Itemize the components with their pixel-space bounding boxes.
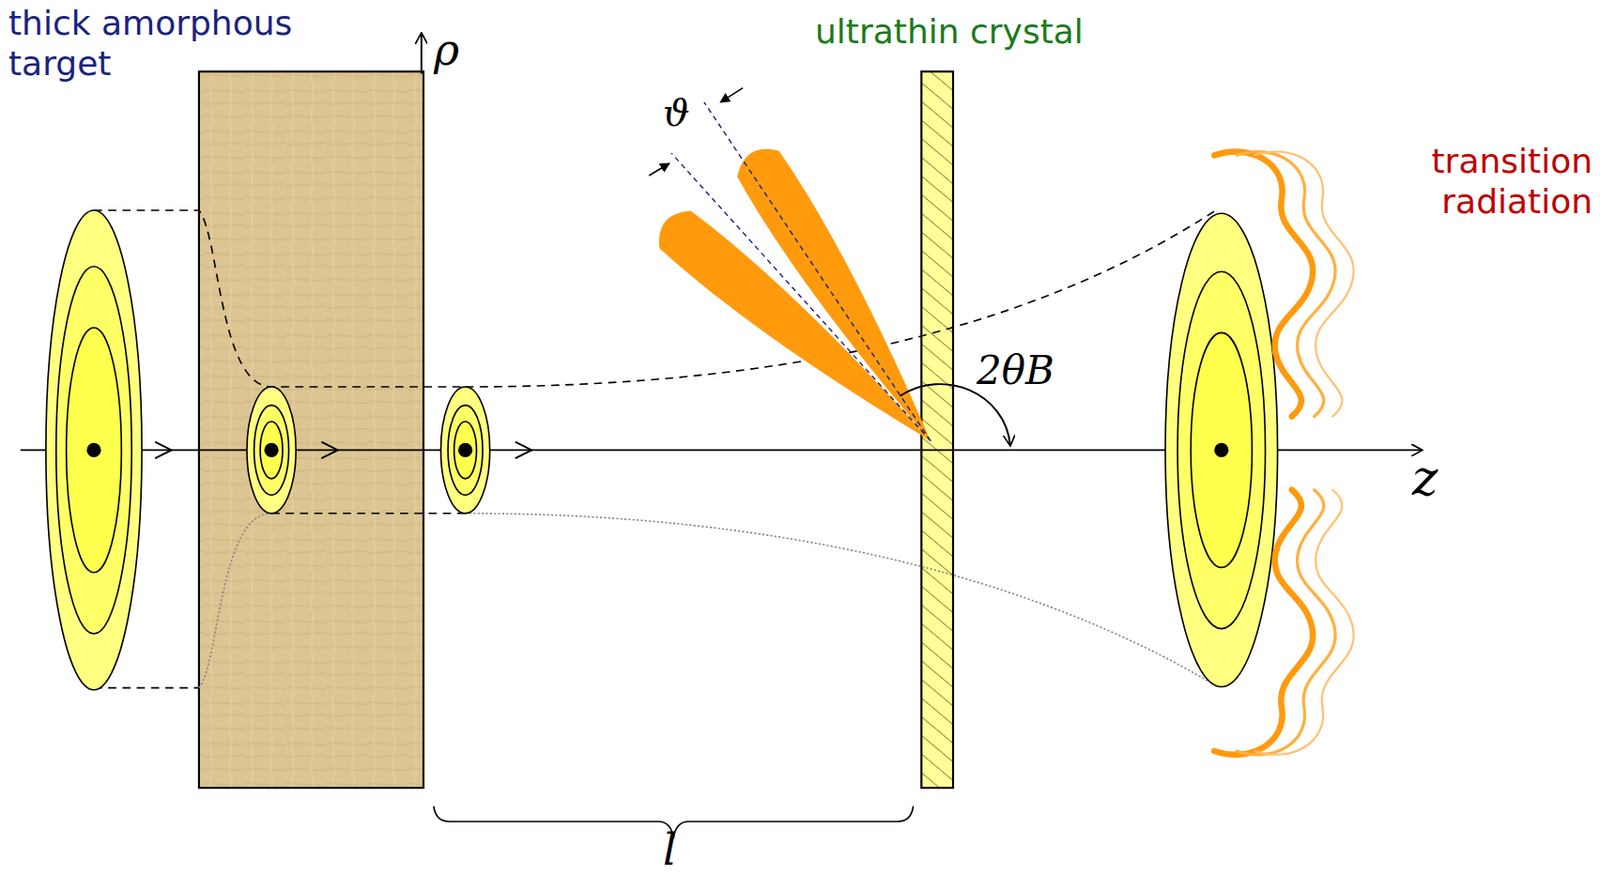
field-ellipses: [46, 210, 1278, 691]
ultrathin-crystal: [921, 71, 954, 788]
charge-dots: [86, 443, 1229, 458]
distance-label: l: [662, 824, 677, 877]
transition-radiation-waves: [1214, 152, 1354, 755]
rho-axis: [420, 33, 423, 74]
amorphous-target: [199, 71, 424, 788]
wave-line: [1236, 490, 1336, 755]
wave-line: [1236, 152, 1336, 417]
wave-line: [1255, 152, 1354, 417]
wave-line: [1255, 490, 1354, 755]
radiation-label: transition radiation: [1346, 140, 1593, 222]
axis-label: ρ: [433, 24, 460, 77]
crystal-label: ultrathin crystal: [815, 11, 1084, 52]
angle-lines: [671, 102, 931, 442]
envelope-lines: [93, 210, 1215, 689]
axis-label: z: [1412, 448, 1438, 508]
angle-arrows: [648, 88, 743, 176]
wave-line: [1214, 490, 1313, 755]
angle-label: ϑ: [662, 90, 691, 136]
axis-arrows: [154, 442, 532, 459]
wave-line: [1214, 152, 1313, 417]
diffracted-lobes: [648, 138, 953, 461]
bragg-angle-label: 2θB: [976, 347, 1055, 395]
target-label: thick amorphous target: [8, 2, 385, 84]
